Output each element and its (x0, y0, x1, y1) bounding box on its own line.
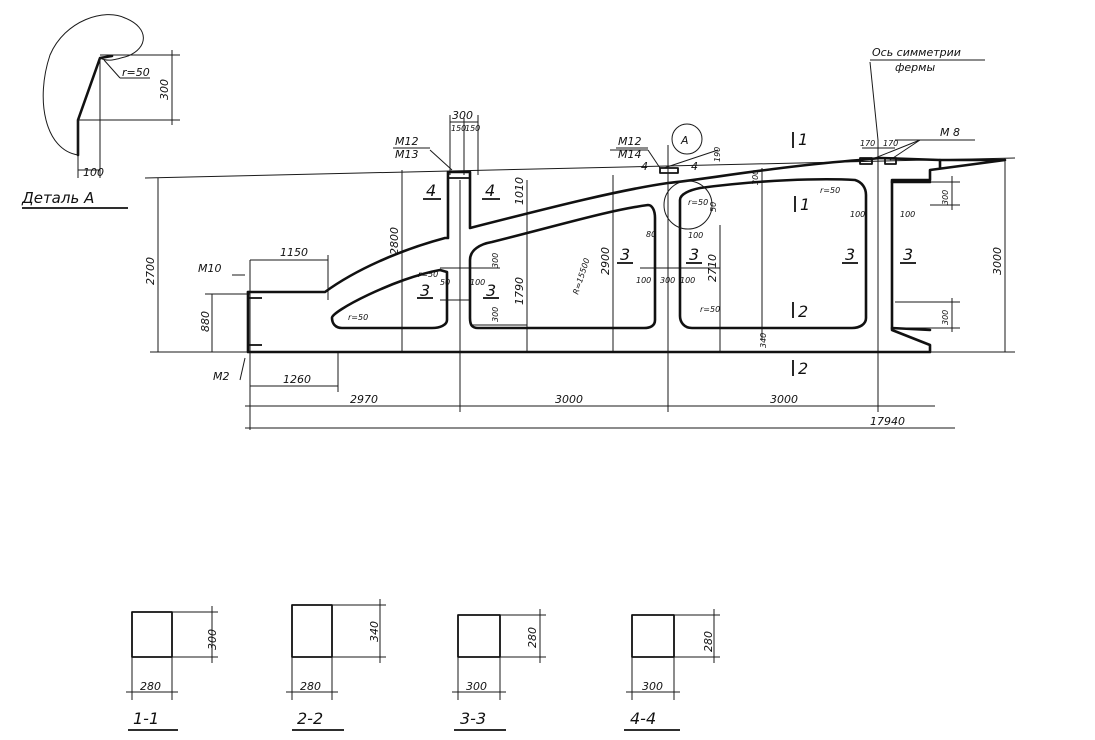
radius-15500: R=15500 (571, 257, 591, 296)
element-1-b: 1 (800, 195, 810, 214)
detail-a-title: Деталь А (21, 189, 94, 207)
dim-2900: 2900 (599, 247, 612, 275)
dimension-labels: 300 150 150 2700 880 1150 1260 2800 1010… (144, 109, 1004, 428)
chain-2970: 2970 (350, 393, 378, 406)
section-1-1-width: 280 (140, 680, 161, 693)
mark-m13: М13 (395, 148, 419, 161)
dim-100-c: 100 (680, 276, 695, 285)
section-1-1-title: 1-1 (133, 709, 159, 728)
dim-190: 190 (713, 147, 722, 162)
dim-100-d: 100 (688, 231, 703, 240)
section-3-3: 280 300 3-3 (452, 609, 546, 731)
section-1-1-height: 300 (206, 629, 219, 650)
section-4-4-title: 4-4 (630, 709, 656, 728)
section-4-4: 280 300 4-4 (624, 609, 720, 731)
mark-m12-b: М12 (618, 135, 642, 148)
section-4-4-width: 300 (642, 680, 663, 693)
dim-2800: 2800 (388, 227, 401, 255)
dim-300-top: 300 (452, 109, 473, 122)
dim-150-b: 150 (465, 124, 480, 133)
mark-m14: М14 (618, 148, 642, 161)
section-4-4-height: 280 (702, 631, 715, 652)
dim-100-b: 100 (636, 276, 651, 285)
dim-1790: 1790 (513, 277, 526, 305)
dim-100-e: 100 (850, 210, 865, 219)
dim-300-d: 300 (941, 190, 950, 205)
dim-1150: 1150 (280, 246, 308, 259)
section-3-3-width: 300 (466, 680, 487, 693)
reference-lines (144, 59, 1016, 430)
element-3-e: 3 (845, 245, 855, 264)
section-3-3-title: 3-3 (460, 709, 486, 728)
element-3-f: 3 (903, 245, 913, 264)
mark-m10: М10 (198, 262, 222, 275)
section-2-2-title: 2-2 (297, 709, 323, 728)
dim-80: 80 (646, 230, 656, 239)
detail-a-dim-300: 300 (158, 79, 171, 100)
mark-m12-a: М12 (395, 135, 419, 148)
section-2-2-width: 280 (300, 680, 321, 693)
element-3-b: 3 (486, 281, 496, 300)
chain-17940: 17940 (870, 415, 905, 428)
mark-labels: Ось симметрии фермы М 8 М10 М2 М12 М13 М… (198, 46, 961, 383)
element-4-a: 4 (426, 181, 436, 200)
radius-50-d: r=50 (688, 198, 708, 207)
dim-100-f: 100 (900, 210, 915, 219)
element-4-d: 4 (691, 160, 698, 173)
axis-label-1: Ось симметрии (872, 46, 961, 59)
dim-150-a: 150 (451, 124, 466, 133)
detail-a: r=50 300 100 Деталь А (21, 14, 180, 209)
dim-50-a: 50 (440, 278, 450, 287)
chain-3000-b: 3000 (770, 393, 798, 406)
radius-50-a: r=50 (418, 270, 438, 279)
detail-a-dim-100: 100 (83, 166, 104, 179)
dim-300-f: 300 (660, 276, 675, 285)
dim-340: 340 (759, 333, 768, 348)
dim-170-a: 170 (860, 139, 875, 148)
detail-a-radius: r=50 (122, 66, 150, 79)
dim-880: 880 (199, 311, 212, 332)
radius-50-c: r=50 (820, 186, 840, 195)
axis-label-2: фермы (895, 61, 935, 74)
dim-2710: 2710 (706, 254, 719, 282)
dim-100-a: 100 (470, 278, 485, 287)
dim-300-b: 300 (491, 307, 500, 322)
element-3-c: 3 (620, 245, 630, 264)
section-2-2: 340 280 2-2 (286, 599, 386, 731)
element-4-b: 4 (485, 181, 495, 200)
mark-m8: М 8 (940, 126, 960, 139)
radius-50-e: r=50 (700, 305, 720, 314)
dim-1010: 1010 (513, 177, 526, 205)
element-2-b: 2 (798, 359, 808, 378)
element-numbers: 1 1 2 2 3 3 3 3 3 3 4 4 4 4 (417, 130, 916, 378)
chain-3000-a: 3000 (555, 393, 583, 406)
element-2-a: 2 (798, 302, 808, 321)
mark-m2: М2 (213, 370, 230, 383)
section-1-1: 300 280 1-1 (126, 606, 219, 731)
dim-300-e: 300 (941, 310, 950, 325)
section-2-2-height: 340 (368, 621, 381, 642)
dim-170-b: 170 (883, 139, 898, 148)
dim-1260: 1260 (283, 373, 311, 386)
dim-3000-right: 3000 (991, 247, 1004, 275)
radius-50-b: r=50 (348, 313, 368, 322)
element-1-a: 1 (798, 130, 808, 149)
element-4-c: 4 (641, 160, 648, 173)
section-3-3-height: 280 (526, 627, 539, 648)
callout-a: А (680, 134, 689, 147)
element-3-d: 3 (689, 245, 699, 264)
dim-50-b: 50 (709, 202, 718, 212)
dim-300-a: 300 (491, 253, 500, 268)
element-3-a: 3 (420, 281, 430, 300)
dim-300-c: 300 (751, 170, 760, 185)
truss-outline (246, 123, 1007, 412)
dim-2700: 2700 (144, 257, 157, 285)
